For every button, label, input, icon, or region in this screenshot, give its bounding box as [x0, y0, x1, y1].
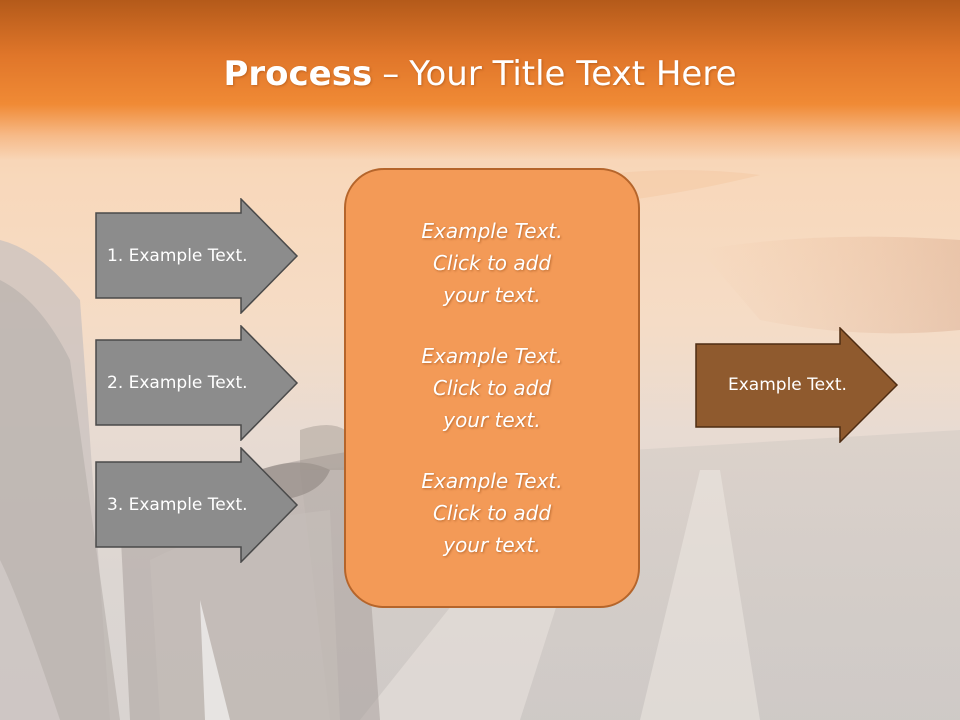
- process-step-arrow-3[interactable]: 3. Example Text.: [95, 447, 299, 563]
- process-step-label: 2. Example Text.: [107, 373, 248, 393]
- center-text-line: your text.: [443, 533, 541, 558]
- title-dash: –: [382, 54, 400, 94]
- center-text-block-3[interactable]: Example Text. Click to add your text.: [382, 465, 602, 561]
- arrow-shape: [95, 198, 299, 314]
- center-text-box[interactable]: Example Text. Click to add your text. Ex…: [344, 168, 640, 608]
- slide-title[interactable]: Process–Your Title Text Here: [0, 52, 960, 96]
- output-arrow[interactable]: Example Text.: [695, 327, 899, 443]
- center-text-block-2[interactable]: Example Text. Click to add your text.: [382, 340, 602, 436]
- center-text-block-1[interactable]: Example Text. Click to add your text.: [382, 215, 602, 311]
- arrow-shape: [695, 327, 899, 443]
- center-text-line: Click to add: [432, 375, 552, 400]
- arrow-shape: [95, 325, 299, 441]
- center-text-line: Example Text.: [421, 343, 563, 368]
- title-band: [0, 0, 960, 160]
- output-label: Example Text.: [728, 375, 847, 395]
- center-text-line: Example Text.: [421, 218, 563, 243]
- process-step-label: 1. Example Text.: [107, 246, 248, 266]
- center-text-line: Click to add: [432, 250, 552, 275]
- process-step-arrow-2[interactable]: 2. Example Text.: [95, 325, 299, 441]
- arrow-shape: [95, 447, 299, 563]
- center-text-line: Click to add: [432, 501, 552, 526]
- center-text-line: your text.: [443, 407, 541, 432]
- process-step-arrow-1[interactable]: 1. Example Text.: [95, 198, 299, 314]
- center-text-line: your text.: [443, 282, 541, 307]
- process-step-label: 3. Example Text.: [107, 495, 248, 515]
- title-bold-word: Process: [223, 54, 373, 94]
- center-text-line: Example Text.: [421, 469, 563, 494]
- title-rest: Your Title Text Here: [409, 54, 737, 94]
